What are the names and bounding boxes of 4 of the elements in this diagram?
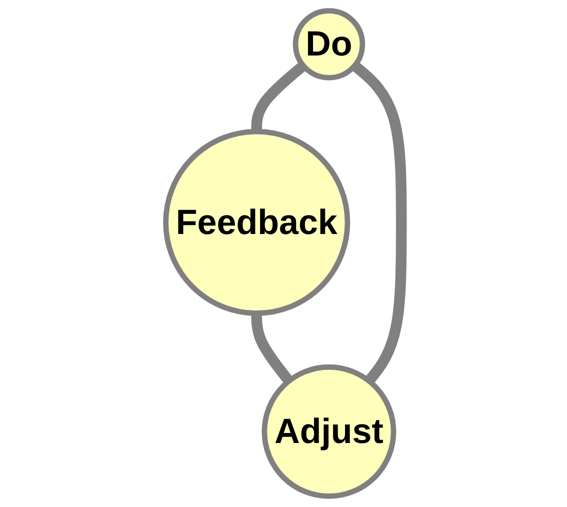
node-circle: Feedback bbox=[163, 128, 350, 316]
node-circle: Adjust bbox=[262, 364, 396, 499]
node-circle: Do bbox=[292, 8, 366, 80]
connector bbox=[351, 62, 407, 384]
